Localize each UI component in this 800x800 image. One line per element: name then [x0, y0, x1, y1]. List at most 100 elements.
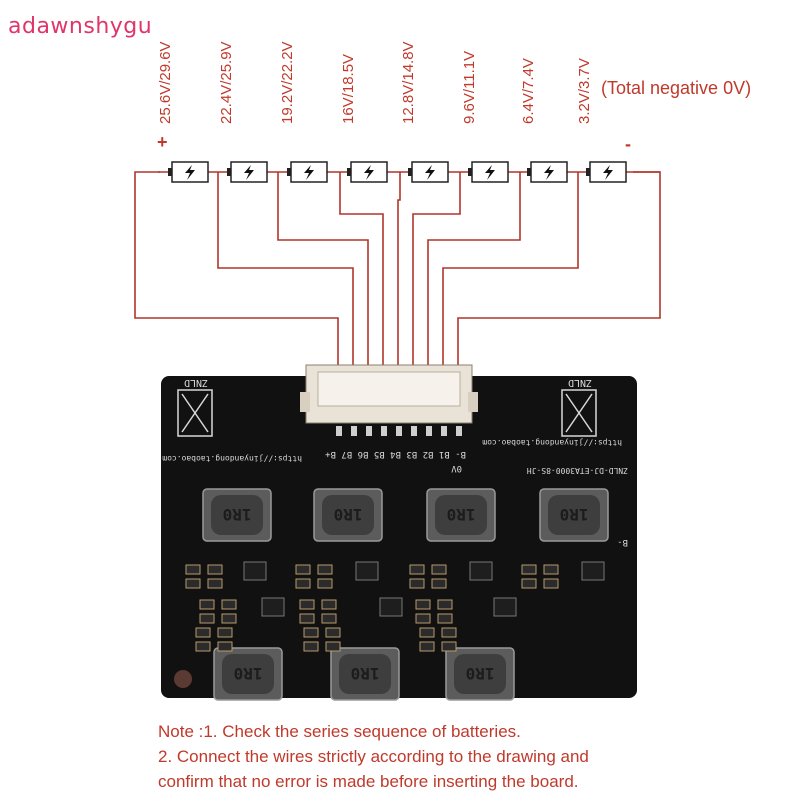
connector-pad — [366, 426, 372, 436]
smd-part — [437, 613, 453, 624]
smd-part — [303, 641, 319, 652]
inductor: 1R0 — [445, 647, 515, 701]
svg-text:1R0: 1R0 — [466, 664, 495, 683]
smd-part — [437, 599, 453, 610]
ic-chip — [261, 597, 285, 617]
smd-part — [419, 641, 435, 652]
smd-part — [195, 641, 211, 652]
ic-chip — [243, 561, 267, 581]
battery-cell-6 — [468, 161, 509, 183]
connector-pin-labels: B- B1 B2 B3 B4 B5 B6 B7 B+ — [325, 449, 466, 459]
connector-pad — [456, 426, 462, 436]
inductor: 1R0 — [426, 488, 496, 542]
battery-cell-2 — [227, 161, 268, 183]
smd-part — [543, 578, 559, 589]
smd-part — [217, 627, 233, 638]
smd-part — [185, 578, 201, 589]
smd-part — [217, 641, 233, 652]
smd-part — [199, 599, 215, 610]
watermark-text: adawnshygu — [8, 14, 153, 39]
board-url-right: https://jinyandong.taobao.com — [482, 438, 622, 447]
smd-part — [321, 599, 337, 610]
negative-terminal-sign: - — [625, 134, 631, 154]
positive-terminal-sign: + — [157, 132, 168, 152]
smd-part — [317, 564, 333, 575]
smd-part — [303, 627, 319, 638]
inductor: 1R0 — [539, 488, 609, 542]
smd-part — [431, 578, 447, 589]
smd-part — [299, 599, 315, 610]
smd-part — [415, 599, 431, 610]
svg-text:ZNLD: ZNLD — [184, 377, 208, 388]
smd-part — [431, 564, 447, 575]
battery-cells — [168, 161, 627, 183]
smd-part — [409, 578, 425, 589]
ic-chip — [493, 597, 517, 617]
svg-text:1R0: 1R0 — [351, 664, 380, 683]
smd-part — [207, 578, 223, 589]
smd-part — [185, 564, 201, 575]
ic-chip — [355, 561, 379, 581]
inductor: 1R0 — [313, 488, 383, 542]
svg-text:1R0: 1R0 — [334, 505, 363, 524]
ic-chip — [379, 597, 403, 617]
svg-text:1R0: 1R0 — [560, 505, 589, 524]
smd-part — [415, 613, 431, 624]
pcb-board: ZNLD ZNLD https://jinyandong.taobao.com … — [161, 364, 637, 701]
battery-cell-8 — [586, 161, 627, 183]
balance-wires — [134, 171, 661, 430]
smd-part — [299, 613, 315, 624]
znld-logo-right: ZNLD — [561, 377, 597, 437]
smd-part — [419, 627, 435, 638]
smd-part — [221, 613, 237, 624]
svg-text:1R0: 1R0 — [223, 505, 252, 524]
smd-part — [321, 613, 337, 624]
mounting-hole — [174, 670, 192, 688]
smd-part — [325, 627, 341, 638]
board-model: ZNLD-DJ-ETA3000-8S-JH — [527, 466, 628, 475]
ic-chip — [469, 561, 493, 581]
battery-cell-3 — [287, 161, 328, 183]
inductor: 1R0 — [202, 488, 272, 542]
svg-text:1R0: 1R0 — [234, 664, 263, 683]
svg-text:1R0: 1R0 — [447, 505, 476, 524]
svg-text:ZNLD: ZNLD — [568, 377, 592, 388]
smd-part — [325, 641, 341, 652]
note-line-1: Note :1. Check the series sequence of ba… — [158, 722, 521, 741]
inductor: 1R0 — [213, 647, 283, 701]
znld-logo-left: ZNLD — [177, 377, 213, 437]
total-negative-label: (Total negative 0V) — [601, 78, 752, 98]
smd-part — [199, 613, 215, 624]
connector-pads — [336, 426, 462, 436]
smd-part — [317, 578, 333, 589]
smd-components — [185, 561, 605, 652]
b-minus-label: B- — [617, 537, 628, 547]
ic-chip — [581, 561, 605, 581]
inductors: 1R0 1R0 1R0 1R0 1R0 1R0 1R0 — [202, 488, 609, 701]
smd-part — [409, 564, 425, 575]
connector-pad — [351, 426, 357, 436]
connector-pad — [381, 426, 387, 436]
smd-part — [295, 578, 311, 589]
note-line-2: 2. Connect the wires strictly according … — [158, 747, 589, 766]
connector-pad — [336, 426, 342, 436]
note-line-3: confirm that no error is made before ins… — [158, 772, 579, 791]
connector-pad — [441, 426, 447, 436]
battery-cell-7 — [527, 161, 568, 183]
smd-part — [195, 627, 211, 638]
smd-part — [221, 599, 237, 610]
connector-pad — [411, 426, 417, 436]
connector-pad — [396, 426, 402, 436]
inductor: 1R0 — [330, 647, 400, 701]
battery-cell-4 — [347, 161, 388, 183]
smd-part — [521, 578, 537, 589]
connector-pad — [426, 426, 432, 436]
board-url-left: https://jinyandong.taobao.com — [162, 454, 302, 463]
battery-cell-5 — [408, 161, 449, 183]
zero-volt-label: 0V — [451, 463, 462, 473]
smd-part — [543, 564, 559, 575]
smd-part — [521, 564, 537, 575]
battery-cell-1 — [168, 161, 209, 183]
smd-part — [295, 564, 311, 575]
